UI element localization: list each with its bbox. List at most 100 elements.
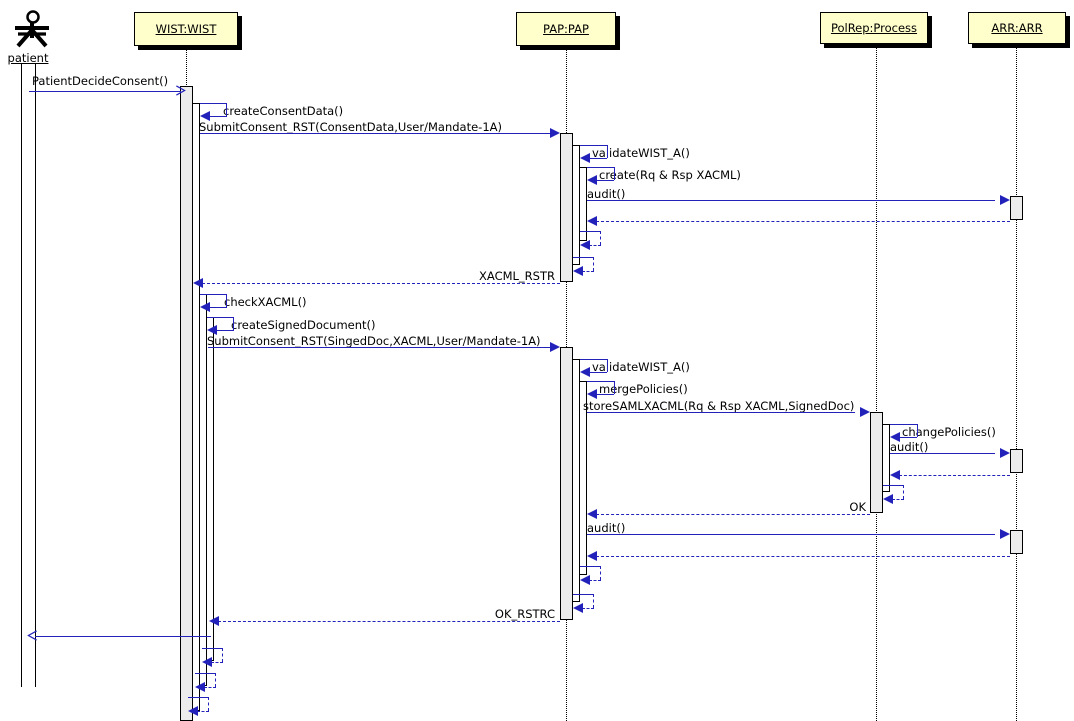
arrowhead-icon-11 [200, 302, 210, 312]
message-label-1: PatientDecideConsent() [32, 74, 169, 88]
message-line-29c [195, 673, 216, 674]
message-label-13: SubmitConsent_RST(SingedDoc,XACML,User/M… [207, 334, 541, 348]
arrowhead-icon-23 [587, 551, 597, 561]
message-line-20b [892, 499, 904, 500]
message-line-12a [207, 317, 233, 318]
message-line-24c [580, 566, 601, 567]
message-line-15b [614, 381, 615, 394]
lifeline-head-label-pap: PAP:PAP [543, 22, 589, 36]
arrowhead-icon-26 [209, 616, 219, 626]
message-line-16 [587, 412, 855, 413]
message-line-29b [204, 687, 216, 688]
arrowhead-icon-21 [587, 509, 597, 519]
message-line-28b [211, 662, 223, 663]
lifeline-dotted-arr [1016, 48, 1017, 721]
activation-pap-1c [579, 167, 587, 241]
message-line-11b [226, 294, 227, 307]
message-line-5c [596, 180, 614, 181]
message-label-6: audit() [587, 187, 626, 201]
lifeline-patient [21, 64, 36, 687]
message-line-30a [208, 697, 209, 711]
message-line-1 [29, 91, 181, 92]
message-line-23 [596, 556, 1010, 557]
message-line-21 [596, 514, 870, 515]
message-line-5a [587, 167, 614, 168]
message-label-5: create(Rq & Rsp XACML) [599, 168, 741, 182]
arrowhead-icon-24 [580, 575, 590, 585]
lifeline-head-pap[interactable]: PAP:PAP [516, 12, 616, 46]
message-line-3 [200, 133, 551, 134]
message-label-15: mergePolicies() [599, 382, 688, 396]
message-label-16: storeSAMLXACML(Rq & Rsp XACML,SignedDoc) [583, 399, 855, 413]
message-label-17: changePolicies() [902, 425, 996, 439]
arrowhead-icon-16 [860, 407, 870, 417]
message-line-8b [589, 245, 601, 246]
lifeline-head-label-wist: WIST:WIST [155, 22, 217, 36]
actor-label-patient: patient [7, 51, 49, 65]
message-line-22 [587, 534, 995, 535]
message-label-14: validateWIST_A() [592, 360, 690, 374]
message-line-18 [890, 453, 995, 454]
arrowhead-icon-22 [1000, 529, 1010, 539]
message-line-7 [596, 221, 1010, 222]
message-line-2a [200, 103, 226, 104]
arrowhead-icon-15 [587, 389, 597, 399]
message-line-5b [614, 167, 615, 180]
arrowhead-icon-29 [195, 682, 205, 692]
message-line-9a [593, 257, 594, 271]
arrowhead-icon-25 [573, 603, 583, 613]
lifeline-head-arr[interactable]: ARR:ARR [968, 12, 1066, 44]
arrowhead-icon-18 [1000, 448, 1010, 458]
message-line-4b [607, 145, 608, 158]
message-line-20a [903, 485, 904, 499]
arrowhead-icon-8 [580, 240, 590, 250]
message-line-25a [593, 594, 594, 608]
message-line-27 [35, 636, 211, 637]
activation-arr-3 [1010, 530, 1023, 554]
message-label-11: checkXACML() [224, 295, 307, 309]
message-line-10 [202, 283, 560, 284]
message-line-15a [587, 381, 614, 382]
message-label-3: SubmitConsent_RST(ConsentData,User/Manda… [199, 120, 502, 134]
activation-pap-2c [579, 381, 587, 575]
arrowhead-icon-20 [883, 494, 893, 504]
arrowhead-icon-14 [580, 367, 590, 377]
message-line-14c [589, 372, 607, 373]
message-line-17a [890, 424, 917, 425]
lifeline-head-wist[interactable]: WIST:WIST [134, 12, 238, 46]
message-label-22: audit() [587, 521, 626, 535]
activation-wist-4 [206, 317, 214, 661]
arrowhead-icon-4 [580, 153, 590, 163]
arrowhead-icon-5 [587, 175, 597, 185]
message-label-18: audit() [890, 440, 929, 454]
message-line-30c [188, 697, 209, 698]
message-line-4a [580, 145, 607, 146]
activation-arr-1 [1010, 196, 1023, 220]
arrowhead-icon-30 [188, 706, 198, 716]
activation-arr-2 [1010, 449, 1023, 473]
message-line-20c [883, 485, 904, 486]
message-line-26 [218, 621, 560, 622]
arrowhead-open-icon-1 [176, 85, 186, 96]
message-line-19 [899, 475, 1010, 476]
arrowhead-icon-17 [890, 432, 900, 442]
message-line-11a [200, 294, 226, 295]
message-line-24a [600, 566, 601, 580]
message-line-29a [215, 673, 216, 687]
message-line-13 [208, 347, 551, 348]
message-line-9b [582, 271, 594, 272]
message-line-12b [233, 317, 234, 330]
lifeline-head-polrep[interactable]: PolRep:Process [820, 12, 928, 44]
message-line-14b [607, 359, 608, 372]
arrowhead-icon-13 [550, 342, 560, 352]
message-line-15c [596, 394, 614, 395]
message-label-2: createConsentData() [223, 104, 344, 118]
arrowhead-icon-2 [200, 111, 210, 121]
arrowhead-open-icon-27 [27, 630, 37, 641]
message-line-28c [202, 648, 223, 649]
message-line-24b [589, 580, 601, 581]
message-label-12: createSignedDocument() [231, 318, 376, 332]
message-line-12c [216, 330, 234, 331]
actor-patient[interactable] [6, 10, 52, 58]
